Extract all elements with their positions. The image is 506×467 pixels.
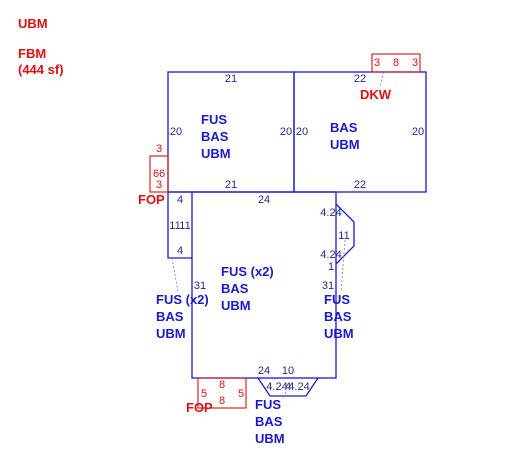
dim-fop-left-side-a: 6 — [153, 168, 159, 180]
dim-left-bay-top: 4 — [177, 194, 183, 206]
dim-ur-top: 22 — [354, 73, 366, 85]
legend-area: (444 sf) — [18, 62, 64, 77]
dim-center-bottom-a: 24 — [258, 365, 270, 377]
dim-fop-left-side-b: 6 — [159, 168, 165, 180]
dim-right-bay-top: 4.24 — [320, 207, 341, 219]
leader-right-bay — [340, 239, 346, 293]
section-upper-right[interactable] — [293, 71, 427, 193]
dim-left-bay-side-a: 11 — [169, 220, 180, 232]
dim-ur-left: 20 — [296, 126, 308, 138]
tag-dkw: DKW — [360, 87, 392, 102]
dim-ul-top: 21 — [225, 73, 237, 85]
dim-bottom-bay-b: 4 — [285, 381, 291, 393]
section-center[interactable] — [191, 191, 337, 379]
area-label-upper-left: FUS BAS UBM — [201, 112, 231, 161]
leader-dkw — [379, 71, 385, 87]
leader-left-bay — [171, 257, 179, 293]
tag-fop-bottom: FOP — [186, 400, 213, 415]
dim-ul-right: 20 — [280, 126, 292, 138]
dim-ur-right: 20 — [412, 126, 424, 138]
dim-bottom-bay-a: 4.24 — [266, 381, 287, 393]
dim-ul-bottom: 21 — [225, 179, 237, 191]
area-label-upper-right: BAS UBM — [330, 120, 360, 152]
tag-fop-left: FOP — [138, 192, 165, 207]
dim-dkw-b: 8 — [393, 57, 399, 69]
dim-ur-bottom: 22 — [354, 179, 366, 191]
area-label-bottom-bay: FUS BAS UBM — [255, 397, 285, 446]
right-bay-outline[interactable] — [335, 203, 355, 265]
dim-right-bay-bottom: 4.24 — [320, 249, 341, 261]
dim-right-bay-mid: 11 — [338, 230, 349, 242]
dim-dkw-a: 3 — [374, 57, 380, 69]
dim-fop-bottom-top: 8 — [219, 379, 225, 391]
dim-fop-bottom-left: 5 — [201, 388, 207, 400]
dim-center-top: 24 — [258, 194, 270, 206]
dim-bottom-bay-c: 4.24 — [288, 381, 309, 393]
section-upper-left[interactable] — [167, 71, 295, 193]
dim-fop-left-top: 3 — [156, 143, 162, 155]
fop-bottom-outline[interactable] — [197, 377, 247, 409]
left-bay-outline[interactable] — [167, 191, 192, 259]
dim-left-bay-side-b: 11 — [179, 220, 190, 232]
bottom-bay-outline[interactable] — [257, 377, 319, 397]
legend: UBM FBM (444 sf) — [18, 16, 64, 78]
area-label-center: FUS (x2) BAS UBM — [221, 264, 274, 313]
dim-fop-bottom-right: 5 — [238, 388, 244, 400]
leader-bottom-bay — [282, 391, 287, 401]
dim-left-bay-bottom: 4 — [177, 245, 183, 257]
dim-right-bay-one: 1 — [328, 261, 334, 273]
dim-fop-left-bottom: 3 — [156, 179, 162, 191]
legend-fbm: FBM — [18, 46, 47, 61]
area-label-left-bay: FUS (x2) BAS UBM — [156, 292, 209, 341]
dim-center-bottom-b: 10 — [282, 365, 294, 377]
dim-fop-bottom-bottom: 8 — [219, 395, 225, 407]
fop-left-outline[interactable] — [149, 155, 169, 193]
area-label-right-bay: FUS BAS UBM — [324, 292, 354, 341]
dim-center-right: 31 — [322, 280, 334, 292]
dim-ul-left: 20 — [170, 126, 182, 138]
legend-ubm: UBM — [18, 16, 48, 31]
dim-dkw-c: 3 — [412, 57, 418, 69]
dkw-outline[interactable] — [371, 53, 421, 73]
dim-center-left: 31 — [194, 280, 206, 292]
